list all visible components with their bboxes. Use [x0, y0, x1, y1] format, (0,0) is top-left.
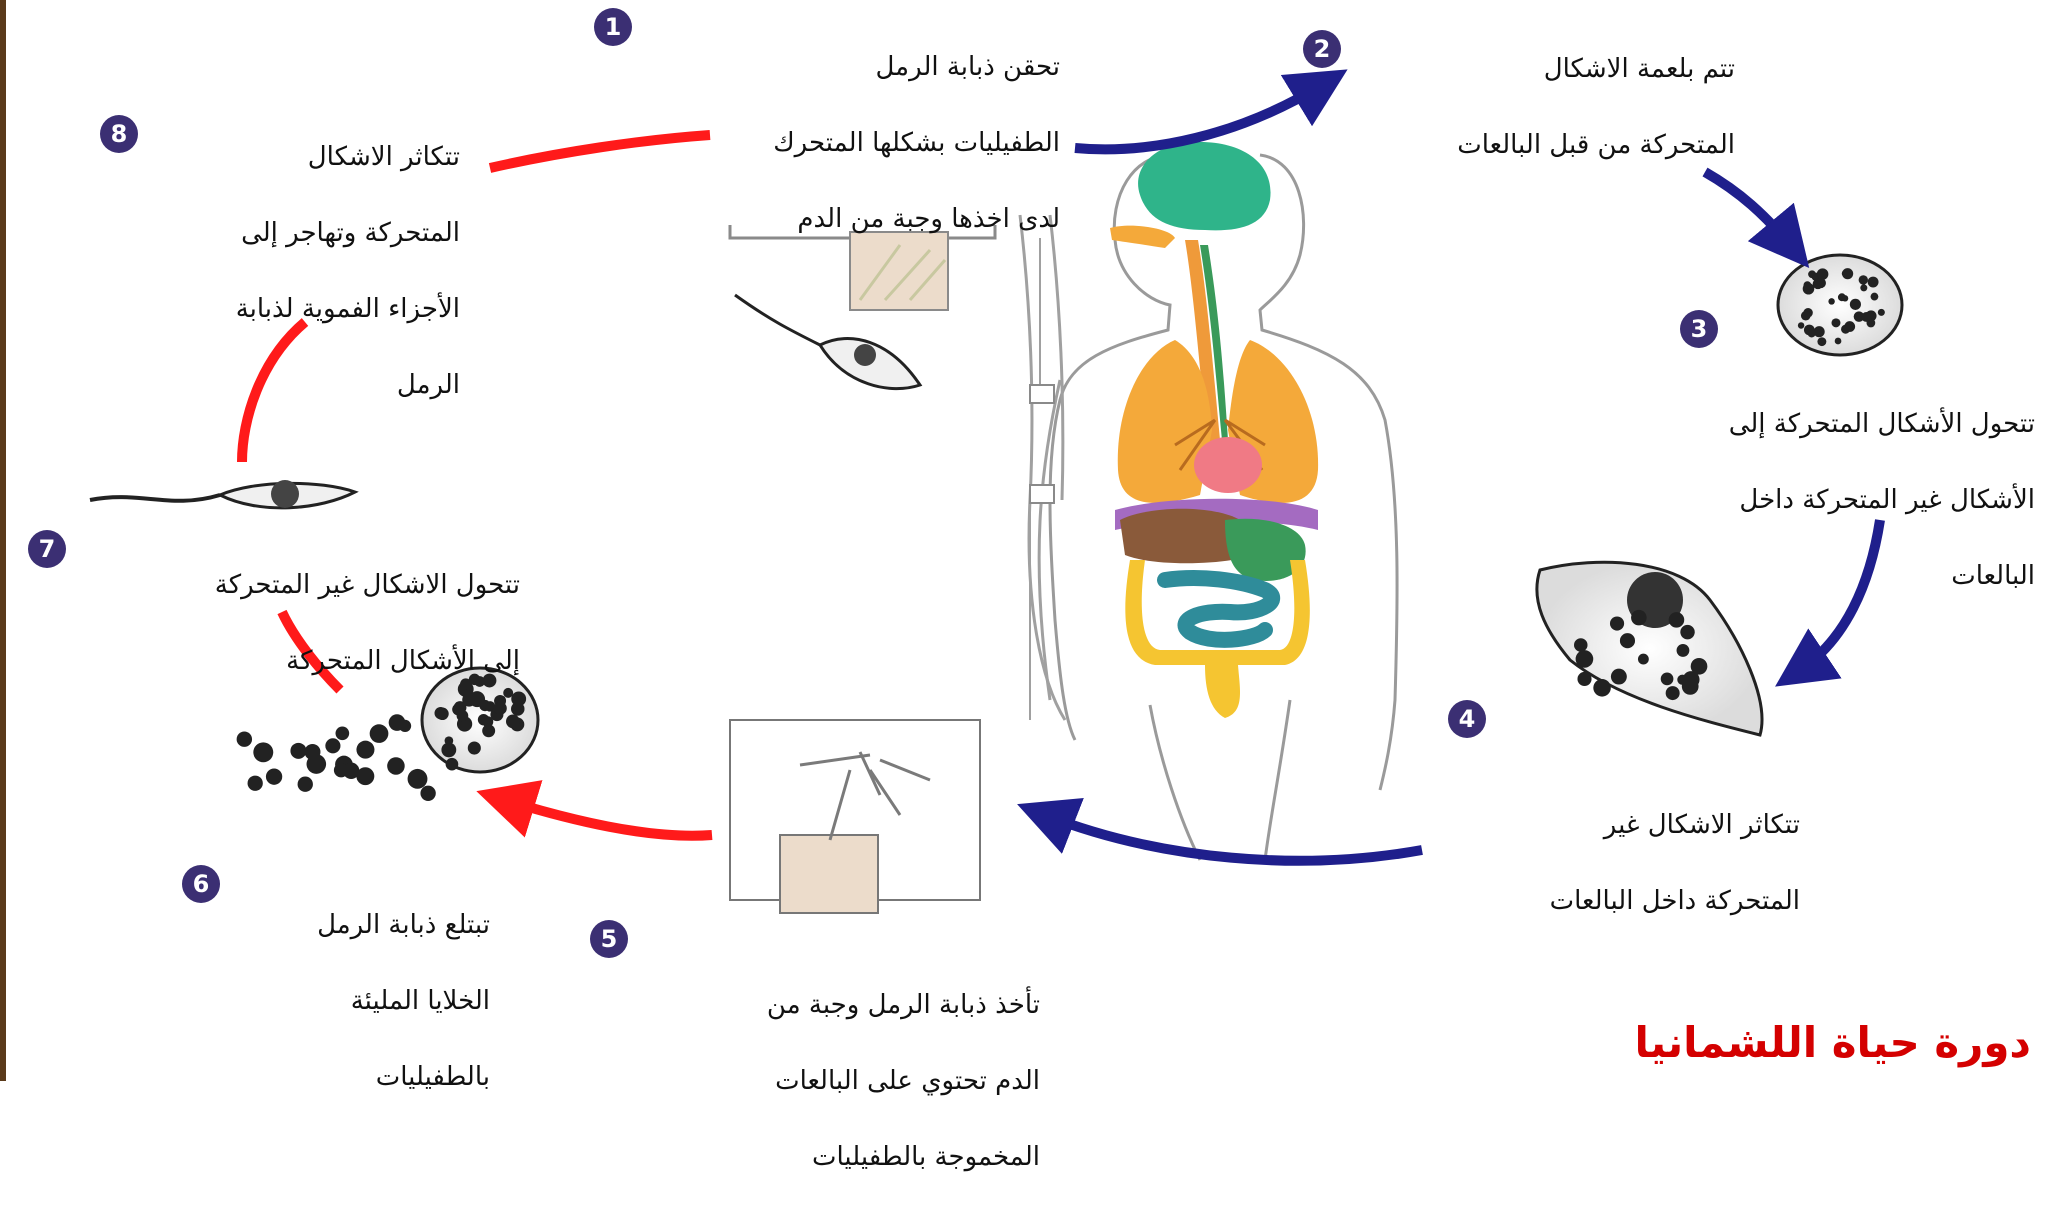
step-2-line-2: المتحركة من قبل البالعات: [1345, 126, 1735, 164]
step-5-line-3: المخموجة بالطفيليات: [640, 1138, 1040, 1176]
step-4-line-2: المتحركة داخل البالعات: [1430, 882, 1800, 920]
sandfly-inset-bottom: [730, 485, 1054, 913]
step-1-line-3: لدى اخذها وجبة من الدم: [630, 200, 1060, 238]
step-5-line-1: تأخذ ذبابة الرمل وجبة من: [640, 986, 1040, 1024]
step-3-badge: 3: [1680, 310, 1718, 348]
step-6-line-2: الخلايا المليئة: [225, 982, 490, 1020]
liver: [1120, 509, 1240, 564]
step-4-badge: 4: [1448, 700, 1486, 738]
step-7-line-1: تتحول الاشكال غير المتحركة: [80, 566, 520, 604]
rectum: [1205, 665, 1240, 718]
arrow-4-to-5: [1045, 815, 1422, 861]
step-5-badge: 5: [590, 920, 628, 958]
step-8-line-4: الرمل: [140, 366, 460, 404]
step-5-label: تأخذ ذبابة الرمل وجبة من الدم تحتوي على …: [640, 948, 1040, 1214]
step-3-label: تتحول الأشكال المتحركة إلى الأشكال غير ا…: [1605, 367, 2035, 633]
step-8-line-2: المتحركة وتهاجر إلى: [140, 214, 460, 252]
step-1-line-1: تحقن ذبابة الرمل: [630, 48, 1060, 86]
step-6-line-3: بالطفيليات: [225, 1058, 490, 1096]
step-4-line-1: تتكاثر الاشكال غير: [1430, 806, 1800, 844]
step-8-label: تتكاثر الاشكال المتحركة وتهاجر إلى الأجز…: [140, 100, 460, 442]
step-8-badge: 8: [100, 115, 138, 153]
step-5-line-2: الدم تحتوي على البالعات: [640, 1062, 1040, 1100]
step-7-badge: 7: [28, 530, 66, 568]
step-8-line-3: الأجزاء الفموية لذبابة: [140, 290, 460, 328]
step-7-line-2: إلى الأشكال المتحركة: [80, 642, 520, 680]
step-3-line-2: الأشكال غير المتحركة داخل: [1605, 481, 2035, 519]
step-6-badge: 6: [182, 865, 220, 903]
step-3-line-1: تتحول الأشكال المتحركة إلى: [1605, 405, 2035, 443]
human-body-figure: [1020, 142, 1397, 860]
step-1-label: تحقن ذبابة الرمل الطفيليات بشكلها المتحر…: [630, 10, 1060, 276]
step-6-line-1: تبتلع ذبابة الرمل: [225, 906, 490, 944]
promastigote-step7: [90, 480, 355, 508]
step-2-label: تتم بلعمة الاشكال المتحركة من قبل البالع…: [1345, 12, 1735, 202]
arrow-1-to-2: [1075, 85, 1322, 149]
arrow-5-to-6: [505, 800, 712, 836]
step-8-line-1: تتكاثر الاشكال: [140, 138, 460, 176]
step-3-line-3: البالعات: [1605, 557, 2035, 595]
heart: [1194, 437, 1262, 493]
step-2-line-1: تتم بلعمة الاشكال: [1345, 50, 1735, 88]
brain: [1138, 142, 1270, 230]
step-2-badge: 2: [1303, 30, 1341, 68]
step-4-label: تتكاثر الاشكال غير المتحركة داخل البالعا…: [1430, 768, 1800, 958]
step-6-label: تبتلع ذبابة الرمل الخلايا المليئة بالطفي…: [225, 868, 490, 1134]
step-7-label: تتحول الاشكال غير المتحركة إلى الأشكال ا…: [80, 528, 520, 718]
small-intestine: [1165, 578, 1272, 640]
nasal-throat: [1110, 226, 1175, 248]
diagram-caption: دورة حياة اللشمانيا: [1634, 1018, 2031, 1067]
lung-left: [1118, 340, 1212, 503]
step-1-badge: 1: [594, 8, 632, 46]
step-1-line-2: الطفيليات بشكلها المتحرك: [630, 124, 1060, 162]
